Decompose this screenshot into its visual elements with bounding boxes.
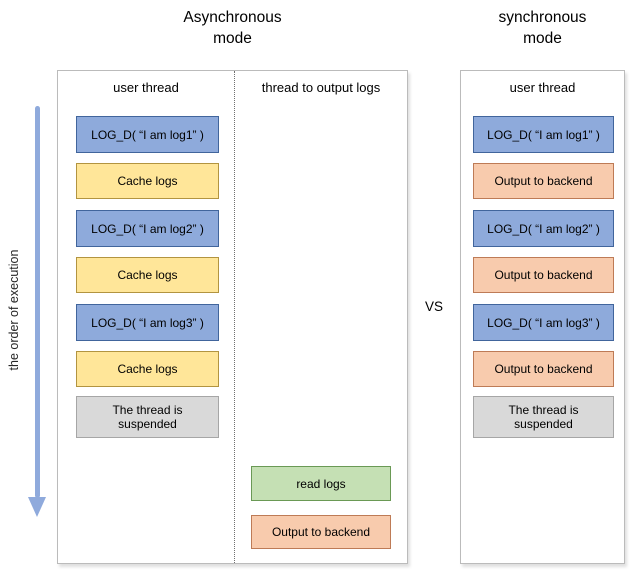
async-thread-suspended-box: The thread is suspended	[76, 396, 219, 438]
async-cache-logs-label-2: Cache logs	[117, 268, 178, 282]
sync-log1-label: LOG_D( “I am log1” )	[487, 127, 600, 142]
async-log2-box: LOG_D( “I am log2” )	[76, 210, 219, 247]
vs-label: VS	[424, 299, 443, 314]
sync-thread-suspended-label: The thread is suspended	[508, 403, 579, 431]
sync-log2-box: LOG_D( “I am log2” )	[473, 210, 614, 247]
sync-output-backend-box-3: Output to backend	[473, 351, 614, 387]
async-output-thread-header: thread to output logs	[261, 80, 381, 95]
sync-output-backend-box-1: Output to backend	[473, 163, 614, 199]
async-mode-title: Asynchronous mode	[57, 7, 408, 49]
async-panel: user thread thread to output logs LOG_D(…	[57, 70, 408, 564]
sync-log2-label: LOG_D( “I am log2” )	[487, 221, 600, 236]
async-cache-logs-label-1: Cache logs	[117, 174, 178, 188]
async-mode-title-line2: mode	[213, 30, 252, 47]
async-cache-logs-label-3: Cache logs	[117, 362, 178, 376]
async-read-logs-box: read logs	[251, 466, 391, 501]
async-log2-label: LOG_D( “I am log2” )	[91, 221, 204, 236]
thread-divider-dotted-line	[234, 71, 235, 563]
execution-order-arrow-head-icon	[28, 497, 46, 517]
async-user-thread-header: user thread	[113, 80, 179, 95]
async-log1-box: LOG_D( “I am log1” )	[76, 116, 219, 153]
async-cache-logs-box-2: Cache logs	[76, 257, 219, 293]
sync-log3-label: LOG_D( “I am log3” )	[487, 315, 600, 330]
sync-output-backend-box-2: Output to backend	[473, 257, 614, 293]
async-log3-box: LOG_D( “I am log3” )	[76, 304, 219, 341]
async-output-backend-label: Output to backend	[271, 525, 371, 539]
execution-order-arrow-line	[35, 106, 40, 498]
async-read-logs-label: read logs	[296, 476, 346, 491]
sync-thread-suspended-box: The thread is suspended	[473, 396, 614, 438]
async-log1-label: LOG_D( “I am log1” )	[91, 127, 204, 142]
sync-output-backend-label-1: Output to backend	[494, 174, 593, 188]
async-output-backend-box: Output to backend	[251, 515, 391, 549]
execution-order-label: the order of execution	[7, 249, 21, 371]
sync-mode-title: synchronous mode	[460, 7, 625, 49]
sync-output-backend-label-3: Output to backend	[494, 362, 593, 376]
sync-panel: user thread LOG_D( “I am log1” ) Output …	[460, 70, 625, 564]
async-cache-logs-box-1: Cache logs	[76, 163, 219, 199]
async-log3-label: LOG_D( “I am log3” )	[91, 315, 204, 330]
sync-output-backend-label-2: Output to backend	[494, 268, 593, 282]
async-mode-title-line1: Asynchronous	[183, 9, 282, 26]
sync-log3-box: LOG_D( “I am log3” )	[473, 304, 614, 341]
sync-user-thread-header: user thread	[509, 80, 576, 95]
sync-mode-title-line2: mode	[523, 30, 562, 47]
sync-mode-title-line1: synchronous	[498, 9, 587, 26]
sync-log1-box: LOG_D( “I am log1” )	[473, 116, 614, 153]
async-thread-suspended-label: The thread is suspended	[112, 403, 183, 431]
async-cache-logs-box-3: Cache logs	[76, 351, 219, 387]
